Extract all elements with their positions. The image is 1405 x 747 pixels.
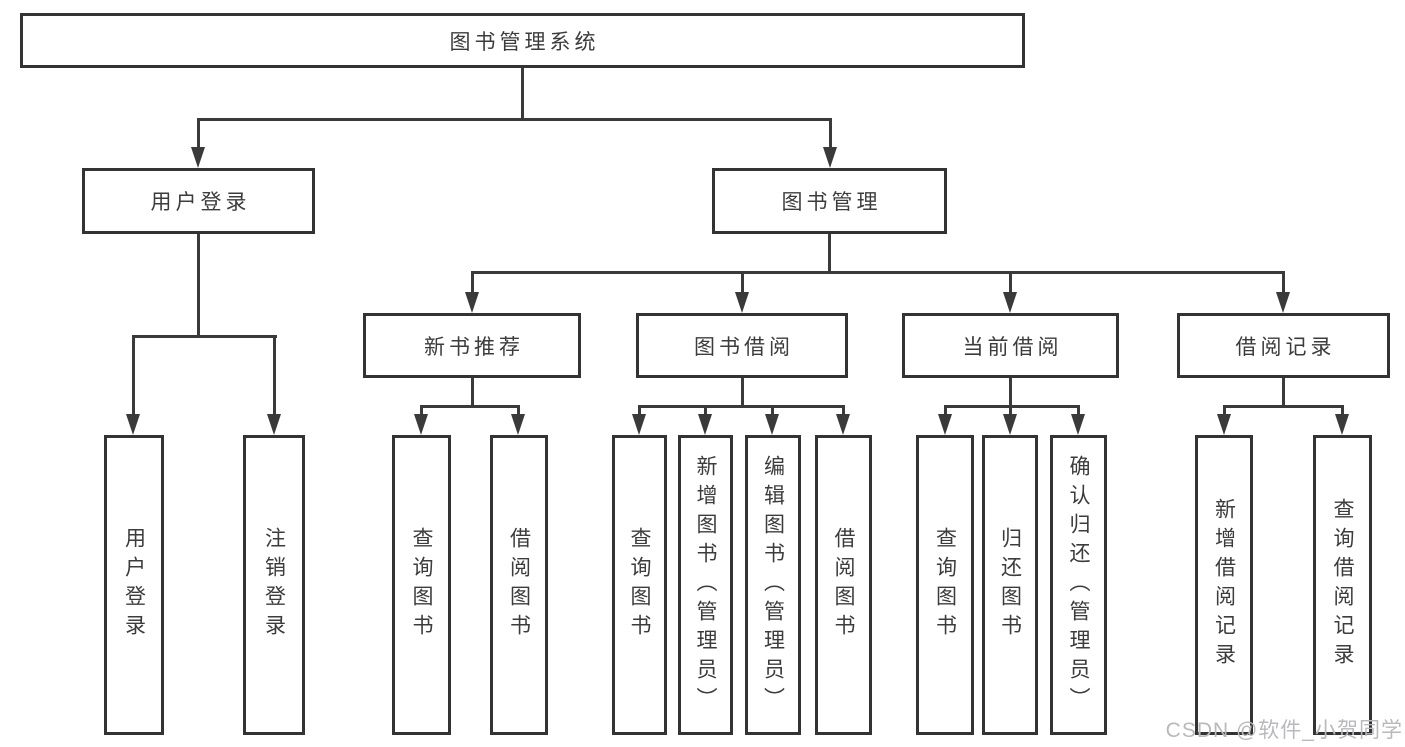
connector-line: [132, 335, 277, 338]
arrowhead-icon: [1003, 414, 1017, 435]
connector-line: [944, 405, 947, 419]
node-label: 编辑图书（管理员）: [761, 454, 785, 716]
connector-line: [521, 68, 524, 121]
node-label: 图书管理系统: [449, 30, 600, 54]
arrowhead-icon: [735, 292, 749, 313]
arrowhead-icon: [1335, 414, 1349, 435]
connector-line: [1341, 405, 1344, 419]
node-label: 图书借阅: [694, 335, 794, 359]
arrowhead-icon: [191, 147, 205, 168]
arrowhead-icon: [632, 414, 646, 435]
arrowhead-icon: [1217, 414, 1231, 435]
connector-line: [420, 405, 520, 408]
node-label: 新增图书（管理员）: [694, 454, 717, 716]
node-label: 用户登录: [122, 527, 146, 643]
leaf-query-books-recommend: 查询图书: [392, 435, 451, 735]
arrowhead-icon: [511, 414, 525, 435]
connector-line: [1223, 405, 1226, 419]
connector-line: [471, 378, 474, 408]
connector-line: [471, 271, 474, 295]
node-label: 查询借阅记录: [1331, 498, 1354, 672]
connector-line: [471, 271, 1285, 274]
connector-line: [638, 405, 641, 419]
node-label: 借阅记录: [1235, 335, 1336, 359]
arrowhead-icon: [836, 414, 850, 435]
connector-line: [1223, 405, 1344, 408]
leaf-query-books-borrow: 查询图书: [612, 435, 667, 735]
arrowhead-icon: [414, 414, 428, 435]
arrowhead-icon: [267, 414, 281, 435]
connector-line: [771, 405, 774, 419]
leaf-add-books-admin: 新增图书（管理员）: [678, 435, 733, 735]
node-library-system: 图书管理系统: [20, 13, 1025, 68]
connector-line: [517, 405, 520, 419]
connector-line: [1009, 378, 1012, 408]
connector-line: [197, 234, 200, 338]
node-label: 图书管理: [781, 191, 882, 214]
leaf-borrow-books: 借阅图书: [815, 435, 872, 735]
node-book-management: 图书管理: [712, 168, 947, 234]
connector-line: [638, 405, 845, 408]
node-borrow-records: 借阅记录: [1177, 313, 1390, 378]
leaf-return-books: 归还图书: [982, 435, 1038, 735]
node-user-login: 用户登录: [82, 168, 315, 234]
connector-line: [1282, 271, 1285, 295]
connector-line: [132, 335, 135, 417]
arrowhead-icon: [765, 414, 779, 435]
arrowhead-icon: [1071, 414, 1085, 435]
node-label: 确认归还（管理员）: [1067, 454, 1090, 716]
connector-line: [741, 378, 744, 408]
node-label: 用户登录: [150, 191, 251, 214]
connector-line: [1282, 378, 1285, 408]
leaf-borrow-books-recommend: 借阅图书: [490, 435, 548, 735]
node-label: 注销登录: [262, 527, 286, 643]
node-label: 借阅图书: [832, 527, 855, 643]
arrowhead-icon: [1276, 292, 1290, 313]
node-label: 查询图书: [410, 527, 433, 643]
connector-line: [944, 405, 1080, 408]
node-label: 借阅图书: [507, 527, 531, 643]
connector-line: [741, 271, 744, 295]
arrowhead-icon: [126, 414, 140, 435]
connector-line: [842, 405, 845, 419]
connector-line: [1009, 405, 1012, 419]
leaf-add-borrow-record: 新增借阅记录: [1195, 435, 1253, 735]
node-label: 查询图书: [628, 527, 651, 643]
node-label: 当前借阅: [962, 335, 1063, 359]
arrowhead-icon: [465, 292, 479, 313]
leaf-query-borrow-record: 查询借阅记录: [1313, 435, 1372, 735]
csdn-watermark: CSDN @软件_小贺同学: [1165, 719, 1403, 742]
connector-line: [420, 405, 423, 419]
node-label: 归还图书: [998, 527, 1022, 643]
leaf-edit-books-admin: 编辑图书（管理员）: [745, 435, 801, 735]
leaf-query-books-current: 查询图书: [916, 435, 974, 735]
connector-line: [828, 234, 831, 274]
connector-line: [197, 118, 832, 121]
connector-line: [197, 118, 200, 150]
connector-line: [829, 118, 832, 150]
arrowhead-icon: [823, 147, 837, 168]
node-current-borrow: 当前借阅: [902, 313, 1119, 378]
leaf-logout: 注销登录: [243, 435, 305, 735]
connector-line: [704, 405, 707, 419]
node-new-book-recommend: 新书推荐: [363, 313, 581, 378]
node-label: 新增借阅记录: [1212, 498, 1236, 672]
connector-line: [1077, 405, 1080, 419]
arrowhead-icon: [1003, 292, 1017, 313]
leaf-user-login: 用户登录: [104, 435, 164, 735]
connector-line: [273, 335, 276, 417]
leaf-confirm-return-admin: 确认归还（管理员）: [1050, 435, 1107, 735]
node-book-borrow: 图书借阅: [636, 313, 848, 378]
arrowhead-icon: [698, 414, 712, 435]
node-label: 查询图书: [933, 527, 957, 643]
node-label: 新书推荐: [424, 335, 524, 359]
connector-line: [1009, 271, 1012, 295]
arrowhead-icon: [938, 414, 952, 435]
